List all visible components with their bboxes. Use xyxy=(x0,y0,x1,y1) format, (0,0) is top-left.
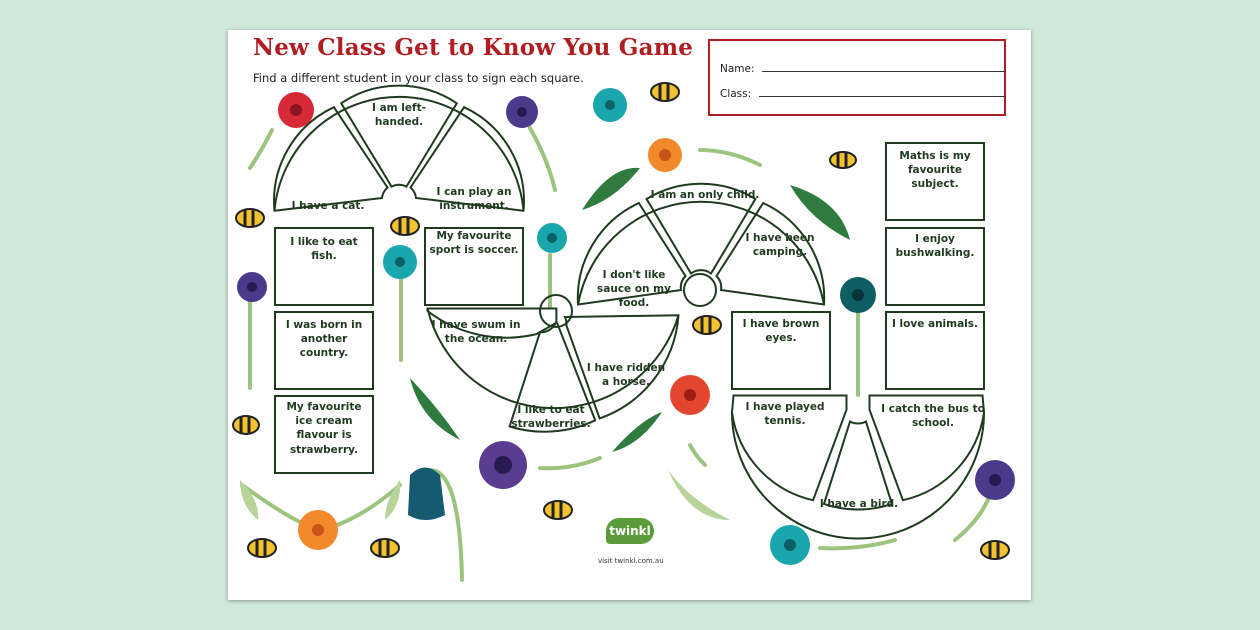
bee-icon xyxy=(390,216,420,236)
bee-icon xyxy=(370,538,400,558)
stem xyxy=(688,443,707,467)
square-label: I am an only child. xyxy=(650,189,760,201)
ring-outline xyxy=(273,95,525,211)
square-s14 xyxy=(731,311,831,390)
sector-s11 xyxy=(645,182,757,275)
twinkl-logo: twinkl xyxy=(606,518,654,544)
square-label: I have a cat. xyxy=(291,200,365,212)
square-label: My favourite sport is soccer. xyxy=(429,230,519,257)
flower-icon xyxy=(383,245,417,279)
sector-s16 xyxy=(822,420,894,511)
square-label: I have been camping. xyxy=(745,232,815,259)
square-s4 xyxy=(274,227,374,306)
name-class-box: Name: Class: xyxy=(708,39,1006,116)
sector-s2 xyxy=(273,105,389,212)
class-label: Class: xyxy=(720,88,752,100)
flower-icon xyxy=(298,510,338,550)
name-label: Name: xyxy=(720,63,755,75)
square-label: My favourite ice cream flavour is strawb… xyxy=(286,401,362,456)
square-label: I was born in another country. xyxy=(285,319,363,360)
bee-icon xyxy=(247,538,277,558)
bee-icon xyxy=(650,82,680,102)
sector-s12 xyxy=(576,201,687,306)
leaf-icon xyxy=(410,167,850,452)
flower-icon xyxy=(278,92,314,128)
stem xyxy=(953,493,992,542)
name-field[interactable]: Name: xyxy=(720,63,1006,75)
center-hub xyxy=(539,294,573,328)
square-s20 xyxy=(885,311,985,390)
stem xyxy=(698,148,762,167)
leaf-icon xyxy=(240,470,730,520)
flower-icon xyxy=(593,88,627,122)
bee-icon xyxy=(829,151,857,169)
square-label: I have ridden a horse. xyxy=(586,362,666,389)
stem xyxy=(818,538,897,551)
name-line[interactable] xyxy=(761,70,1006,72)
square-label: I like to eat fish. xyxy=(290,236,358,263)
stem xyxy=(538,456,602,471)
bee-icon xyxy=(543,500,573,520)
ring-outline xyxy=(731,412,985,540)
footer-url[interactable]: visit twinkl.com.au xyxy=(598,557,664,565)
flower-icon xyxy=(770,525,810,565)
flower-icon xyxy=(975,460,1015,500)
center-hub xyxy=(683,273,717,307)
square-label: I have swum in the ocean. xyxy=(431,319,521,346)
square-s19 xyxy=(885,227,985,306)
square-label: I enjoy bushwalking. xyxy=(895,233,975,260)
flower-icon xyxy=(408,467,445,520)
square-s18 xyxy=(885,142,985,221)
sector-s9 xyxy=(508,320,597,433)
square-label: I have brown eyes. xyxy=(742,318,820,345)
square-s5 xyxy=(424,227,524,306)
stem xyxy=(248,128,274,170)
flower-icon xyxy=(670,375,710,415)
square-label: I have a bird. xyxy=(819,498,899,510)
flower-icon xyxy=(840,277,876,313)
instructions: Find a different student in your class t… xyxy=(253,71,584,85)
bee-icon xyxy=(232,415,260,435)
flower-icon xyxy=(237,272,267,302)
sector-s1 xyxy=(339,84,459,188)
flower-icon xyxy=(648,138,682,172)
square-label: I can play an instrument. xyxy=(436,186,512,213)
square-s7 xyxy=(274,395,374,474)
flower-icon xyxy=(479,441,527,489)
square-label: I don't like sauce on my food. xyxy=(597,269,671,310)
stem xyxy=(528,126,557,192)
bee-icon xyxy=(235,208,265,228)
class-line[interactable] xyxy=(758,95,1006,97)
flower-icon xyxy=(537,223,567,253)
square-label: Maths is my favourite subject. xyxy=(899,150,971,191)
square-s6 xyxy=(274,311,374,390)
bee-icon xyxy=(692,315,722,335)
ring-outline xyxy=(426,308,680,410)
flower-icon xyxy=(506,96,538,128)
square-label: I like to eat strawberries. xyxy=(511,404,591,431)
bee-icon xyxy=(980,540,1010,560)
square-label: I catch the bus to school. xyxy=(881,403,985,430)
sector-s3 xyxy=(409,105,525,212)
page-title: New Class Get to Know You Game xyxy=(253,34,694,61)
stem xyxy=(428,468,464,582)
square-label: I love animals. xyxy=(891,318,979,330)
square-label: I am left-handed. xyxy=(372,102,426,129)
ring-outline xyxy=(577,200,825,305)
square-label: I have played tennis. xyxy=(745,401,825,428)
class-field[interactable]: Class: xyxy=(720,88,1006,100)
sector-s13 xyxy=(715,201,826,306)
